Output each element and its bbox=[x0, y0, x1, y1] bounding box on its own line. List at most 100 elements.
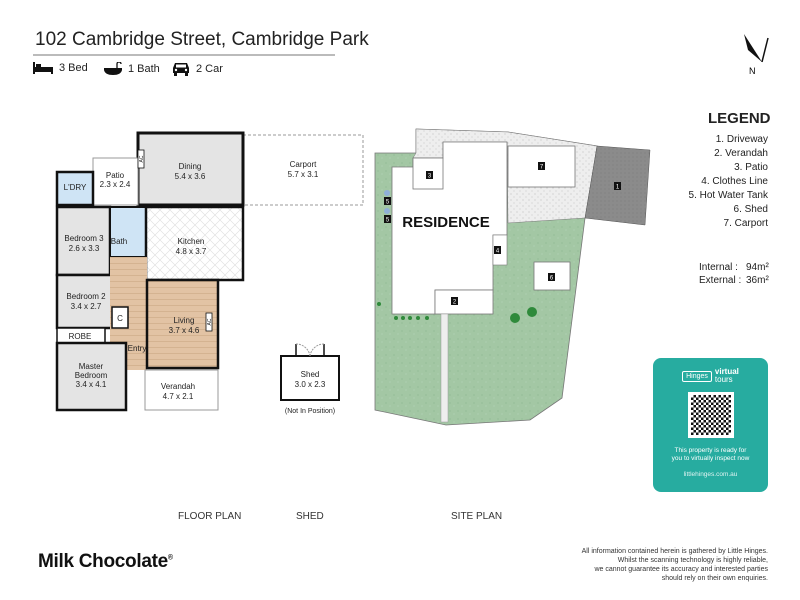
room-verandah bbox=[144, 369, 219, 411]
legend-title: LEGEND bbox=[708, 110, 771, 127]
disclaimer-line: Whilst the scanning technology is highly… bbox=[617, 557, 768, 564]
marker-hot-water-tank: 5 bbox=[386, 218, 390, 224]
caption-shed: SHED bbox=[296, 511, 324, 522]
site-carport bbox=[507, 145, 576, 188]
legend-item: 5. Hot Water Tank bbox=[688, 190, 768, 201]
shed-outline bbox=[280, 355, 340, 401]
label-ac-living: AC bbox=[207, 318, 213, 325]
room-patio bbox=[92, 157, 139, 206]
size-kitchen: 4.8 x 3.7 bbox=[176, 247, 207, 256]
north-arrow: N bbox=[744, 34, 769, 76]
site-plan: RESIDENCE 1 2 3 4 5 5 6 7 bbox=[374, 128, 651, 426]
legend-item: 1. Driveway bbox=[715, 134, 768, 145]
qr-code[interactable] bbox=[687, 392, 734, 438]
path bbox=[440, 313, 449, 423]
disclaimer-line: should rely on their own enquiries. bbox=[661, 575, 768, 582]
disclaimer: All information contained herein is gath… bbox=[582, 547, 768, 583]
label-verandah: Verandah bbox=[161, 382, 195, 391]
room-living bbox=[145, 278, 220, 370]
legend-item: 2. Verandah bbox=[714, 148, 768, 159]
label-bedroom-2: Bedroom 2 bbox=[66, 292, 106, 301]
legend-item: 6. Shed bbox=[733, 204, 768, 215]
room-dining bbox=[136, 131, 245, 207]
marker-verandah: 2 bbox=[453, 300, 457, 306]
ac-unit-living bbox=[205, 312, 213, 332]
external-area-label: External : bbox=[699, 275, 742, 286]
marker-driveway: 1 bbox=[616, 185, 620, 191]
bath-count: 1 Bath bbox=[128, 63, 160, 75]
agency-logo: Milk Chocolate® bbox=[38, 551, 173, 573]
label-living: Living bbox=[174, 316, 195, 325]
property-address: 102 Cambridge Street, Cambridge Park bbox=[35, 29, 369, 50]
size-dining: 5.4 x 3.6 bbox=[175, 172, 206, 181]
disclaimer-line: All information contained herein is gath… bbox=[581, 548, 768, 555]
room-laundry bbox=[55, 170, 95, 207]
size-shed: 3.0 x 2.3 bbox=[295, 380, 326, 389]
label-kitchen: Kitchen bbox=[178, 237, 205, 246]
floor-plan: Dining 5.4 x 3.6 Carport 5.7 x 3.1 Patio… bbox=[55, 131, 364, 412]
room-bath bbox=[109, 206, 147, 258]
north-arrow-icon bbox=[744, 34, 762, 62]
room-master-bedroom bbox=[55, 341, 128, 412]
size-living: 3.7 x 4.6 bbox=[169, 326, 200, 335]
room-closet bbox=[111, 306, 129, 329]
marker-clothes-line: 4 bbox=[496, 249, 500, 255]
size-master-bedroom: 3.4 x 4.1 bbox=[76, 380, 107, 389]
tour-message: This property is ready for bbox=[674, 447, 747, 454]
legend-item: 3. Patio bbox=[734, 162, 768, 173]
north-label: N bbox=[749, 66, 756, 76]
brand-tours: tours bbox=[714, 375, 733, 384]
room-kitchen bbox=[144, 205, 245, 282]
shrubs bbox=[377, 302, 537, 323]
label-entry: Entry bbox=[128, 344, 147, 353]
label-bath: Bath bbox=[111, 237, 127, 246]
hot-water-tank-icon bbox=[384, 208, 390, 214]
site-verandah bbox=[434, 289, 494, 315]
bed-icon bbox=[33, 62, 53, 74]
bed-count: 3 Bed bbox=[59, 62, 88, 74]
size-patio: 2.3 x 2.4 bbox=[100, 180, 131, 189]
label-laundry: L'DRY bbox=[64, 183, 87, 192]
brand-virtual: virtual bbox=[714, 367, 739, 376]
feature-bath: 1 Bath bbox=[104, 62, 160, 76]
label-bedroom-3: Bedroom 3 bbox=[64, 234, 104, 243]
shed-plan: Shed 3.0 x 2.3 (Not In Position) bbox=[280, 343, 340, 415]
brand-hinges: Hinges bbox=[682, 370, 712, 382]
label-patio: Patio bbox=[106, 171, 125, 180]
bath-icon bbox=[104, 62, 122, 75]
feature-car: 2 Car bbox=[172, 62, 223, 76]
internal-area-value: 94m² bbox=[746, 262, 769, 273]
marker-shed: 6 bbox=[550, 276, 554, 282]
car-count: 2 Car bbox=[196, 63, 223, 75]
label-ac-dining: AC bbox=[139, 155, 145, 162]
tour-message: you to virtually inspect now bbox=[671, 455, 750, 462]
agency-logo-text: Milk Chocolate bbox=[38, 551, 168, 572]
feature-bed: 3 Bed bbox=[33, 62, 88, 74]
size-bedroom-3: 2.6 x 3.3 bbox=[69, 244, 100, 253]
size-carport: 5.7 x 3.1 bbox=[288, 170, 319, 179]
size-bedroom-2: 3.4 x 2.7 bbox=[71, 302, 102, 311]
car-icon bbox=[173, 63, 189, 76]
marker-carport: 7 bbox=[540, 165, 544, 171]
marker-hot-water-tank: 5 bbox=[386, 200, 390, 206]
ac-unit-dining bbox=[137, 149, 145, 169]
shed-note: (Not In Position) bbox=[285, 408, 335, 415]
legend-item: 4. Clothes Line bbox=[701, 176, 768, 187]
title-divider bbox=[33, 54, 335, 56]
residence-label: RESIDENCE bbox=[402, 214, 490, 231]
label-dining: Dining bbox=[179, 162, 202, 171]
tour-url[interactable]: littlehinges.com.au bbox=[683, 471, 738, 478]
label-master: Master bbox=[79, 362, 104, 371]
caption-site-plan: SITE PLAN bbox=[451, 511, 503, 522]
room-carport bbox=[242, 134, 364, 206]
label-closet: C bbox=[117, 314, 123, 323]
label-robe: ROBE bbox=[69, 332, 92, 341]
external-area-value: 36m² bbox=[746, 275, 769, 286]
hot-water-tank-icon bbox=[384, 190, 390, 196]
label-shed: Shed bbox=[301, 370, 320, 379]
legend-item: 7. Carport bbox=[723, 218, 768, 229]
disclaimer-line: we cannot guarantee its accuracy and int… bbox=[594, 566, 768, 573]
